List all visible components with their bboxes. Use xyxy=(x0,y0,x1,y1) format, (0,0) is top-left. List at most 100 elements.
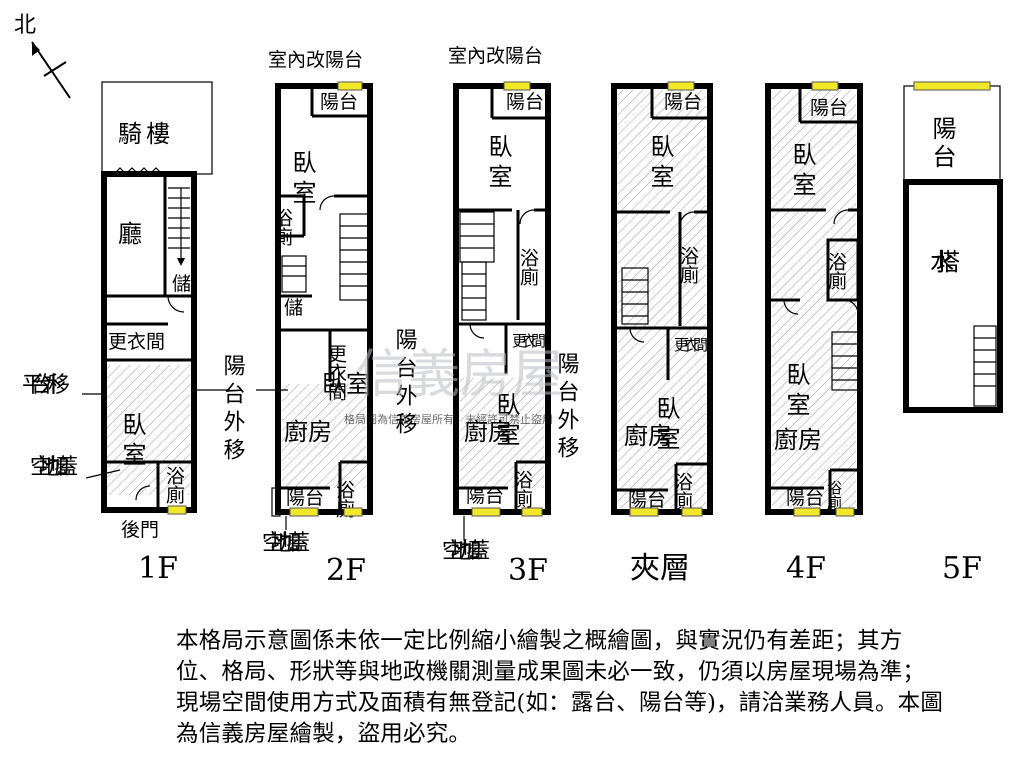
window xyxy=(913,81,991,91)
room-bedroom: 臥室 xyxy=(788,142,816,202)
outer-wall xyxy=(275,83,373,515)
room-bath: 浴廁 xyxy=(163,466,185,505)
staircase xyxy=(281,213,369,301)
room-bedroom: 臥室 xyxy=(288,150,316,210)
annotation-balcony-shift: 陽台外移 xyxy=(220,354,246,466)
window xyxy=(793,507,821,517)
room-bath-rear: 浴廁 xyxy=(511,470,533,509)
room-water-tower: 水塔 xyxy=(930,248,960,276)
room-closet: 更衣間 xyxy=(108,331,165,353)
room-balcony-rear: 陽台 xyxy=(628,489,666,511)
room-balcony-front: 陽台 xyxy=(810,97,848,119)
room-balcony-rear: 陽台 xyxy=(286,487,324,509)
room-kitchen: 廚房 xyxy=(464,418,512,446)
annotation-balcony-shift-left: 陽台外移 xyxy=(392,328,418,440)
annotation-balcony-shift-right: 陽台外移 xyxy=(554,352,580,464)
floor-mezzanine: 陽台 臥室 浴廁 更衣間 臥室 廚房 浴廁 陽台 夾層 xyxy=(611,81,713,586)
floor-label: 4F xyxy=(786,551,826,586)
window xyxy=(343,507,363,517)
annotation-platform-shift: 平台外移 xyxy=(22,373,70,398)
annotation-open-space: 空地加蓋 xyxy=(442,539,490,564)
outer-wall xyxy=(453,83,551,515)
staircase xyxy=(973,325,997,407)
staircase xyxy=(168,187,190,266)
room-closet: 更衣間 xyxy=(512,332,546,350)
room-balcony: 陽台 xyxy=(928,116,956,172)
annotation-indoor-balcony: 室內改陽台 xyxy=(268,49,363,71)
annotation-open-space: 空地加蓋 xyxy=(262,531,310,556)
floor-label: 5F xyxy=(942,551,982,586)
floor-label: 夾層 xyxy=(630,551,690,586)
staircase xyxy=(621,267,649,325)
window xyxy=(167,505,187,515)
floor-label: 2F xyxy=(326,553,366,588)
room-closet: 更衣間 xyxy=(674,336,708,354)
disclaimer-note: 本格局示意圖係未依一定比例縮小繪製之概繪圖，與實況仍有差距；其方位、格局、形狀等… xyxy=(176,628,944,747)
room-bath-upper: 浴廁 xyxy=(271,208,293,247)
watermark: 信義房屋 格局圖為信義房屋所有，未經許可禁止盜用 xyxy=(344,345,564,426)
room-bedroom: 臥室 xyxy=(484,134,512,194)
floor-label: 3F xyxy=(508,553,548,588)
annotations-2f: 陽台外移 空地加蓋 xyxy=(196,354,310,556)
room-bedroom: 臥室 xyxy=(646,134,674,194)
outer-wall xyxy=(903,179,1003,413)
window xyxy=(337,81,363,91)
staircase xyxy=(831,331,859,391)
room-back-door: 後門 xyxy=(121,519,159,541)
window xyxy=(289,507,319,517)
room-kitchen: 廚房 xyxy=(284,418,332,446)
annotations-3f: 陽台外移 陽台外移 空地加蓋 xyxy=(392,328,580,564)
room-bath-mid: 浴廁 xyxy=(517,248,539,287)
watermark-brand-logo: 信義房屋 xyxy=(356,345,564,405)
watermark-caption: 格局圖為信義房屋所有，未經許可禁止盜用 xyxy=(344,412,553,426)
floor-2f: 室內改陽台 陽台 臥室 浴廁 儲 更衣間 臥室 廚房 xyxy=(268,49,373,588)
room-balcony-front: 陽台 xyxy=(320,91,358,113)
room-storage: 儲 xyxy=(172,273,191,295)
room-kitchen: 廚房 xyxy=(774,426,822,454)
annotation-indoor-balcony: 室內改陽台 xyxy=(448,45,543,67)
window xyxy=(629,507,659,517)
room-kitchen: 廚房 xyxy=(624,422,672,450)
floor-1f: 騎樓 廳 儲 更衣間 臥室 浴廁 後門 1F xyxy=(101,81,213,586)
floor-label: 1F xyxy=(138,551,178,586)
bedroom-hatch xyxy=(106,365,190,495)
floor-5f: 陽台 水塔 5F xyxy=(903,81,1003,586)
outer-wall xyxy=(611,83,713,515)
annotation-open-space: 空地加蓋 xyxy=(30,455,78,480)
annotations-left: 平台外移 空地加蓋 xyxy=(22,373,121,480)
staircase xyxy=(459,211,495,321)
window xyxy=(521,507,543,517)
floor-3f: 室內改陽台 陽台 臥室 浴廁 更衣間 臥室 廚房 浴廁 xyxy=(448,45,551,588)
room-bedroom-rear: 臥室 xyxy=(782,362,810,422)
room-balcony-rear: 陽台 xyxy=(466,485,504,507)
room-arcade: 騎樓 xyxy=(118,120,174,148)
room-bedroom-rear: 臥室 xyxy=(322,370,370,398)
folding-door xyxy=(113,167,163,175)
window xyxy=(503,81,531,91)
room-bath-mid: 浴廁 xyxy=(825,252,847,291)
room-hall: 廳 xyxy=(118,220,142,248)
outer-wall xyxy=(101,171,197,513)
bedroom-hatch xyxy=(460,378,544,488)
window xyxy=(667,81,695,91)
compass-label: 北 xyxy=(14,13,36,38)
room-balcony-rear: 陽台 xyxy=(786,487,824,509)
room-bedroom-rear: 臥室 xyxy=(652,396,680,456)
window xyxy=(811,81,839,91)
room-bath-rear: 浴廁 xyxy=(825,480,843,511)
window xyxy=(471,507,501,517)
room-balcony-front: 陽台 xyxy=(664,91,702,113)
room-bath-rear: 浴廁 xyxy=(671,472,693,511)
mezzanine-hatch xyxy=(618,90,706,508)
bedroom-hatch xyxy=(282,384,366,488)
window xyxy=(835,507,855,517)
floor-4f: 陽台 臥室 浴廁 臥室 廚房 浴廁 陽台 4F xyxy=(765,81,863,586)
room-bedroom: 臥室 xyxy=(118,412,146,472)
compass: 北 xyxy=(14,13,71,99)
north-arrow-icon xyxy=(31,41,71,99)
room-bath-mid: 浴廁 xyxy=(677,246,699,285)
window xyxy=(681,507,703,517)
room-storage: 儲 xyxy=(284,297,303,319)
room-balcony-front: 陽台 xyxy=(506,91,544,113)
